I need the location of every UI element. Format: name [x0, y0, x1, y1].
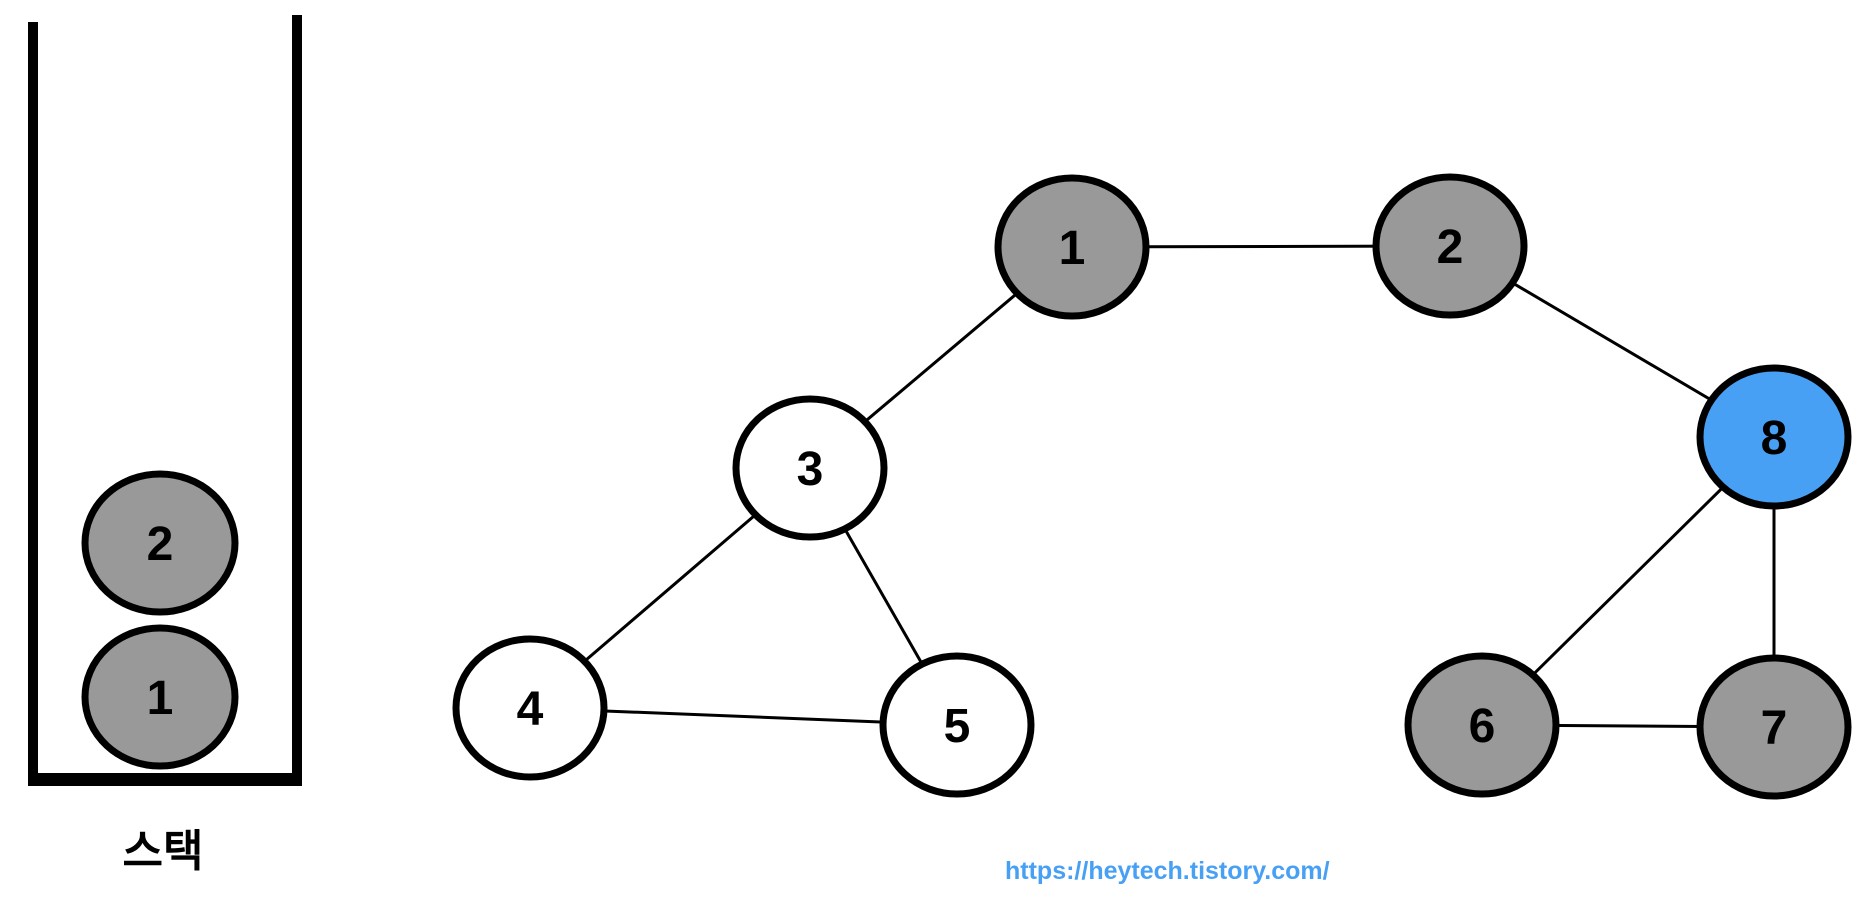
graph-node-3-circle	[732, 395, 888, 541]
graph-node-5-label: 5	[944, 700, 971, 753]
graph-node-7-label: 7	[1761, 702, 1788, 755]
graph-node-1-label: 1	[1059, 222, 1086, 275]
stack-item-2-label: 2	[147, 518, 174, 571]
stack-title-label: 스택	[123, 827, 204, 876]
graph-node-3-label: 3	[797, 443, 824, 496]
footer-link[interactable]: https://heytech.tistory.com/	[1005, 857, 1330, 885]
stack-item-1-circle	[81, 624, 239, 770]
graph-node-4-label: 4	[517, 683, 544, 736]
stack-bottom	[28, 773, 302, 786]
stack-item-1-label: 1	[147, 672, 174, 725]
stack-wall-left	[28, 22, 38, 786]
graph-node-8-circle	[1696, 364, 1852, 510]
stack-wall-right	[292, 15, 302, 786]
graph-node-8-label: 8	[1761, 412, 1788, 465]
graph-node-6-label: 6	[1469, 700, 1496, 753]
graph-node-7-circle	[1696, 654, 1852, 800]
graph-node-2-circle	[1372, 173, 1528, 319]
graph-node-4-circle	[452, 635, 608, 781]
graph-node-5-circle	[879, 652, 1035, 798]
stack-item-2-circle	[81, 470, 239, 616]
graph-node-6-circle	[1404, 652, 1560, 798]
graph-node-1-circle	[994, 174, 1150, 320]
graph-node-2-label: 2	[1437, 221, 1464, 274]
